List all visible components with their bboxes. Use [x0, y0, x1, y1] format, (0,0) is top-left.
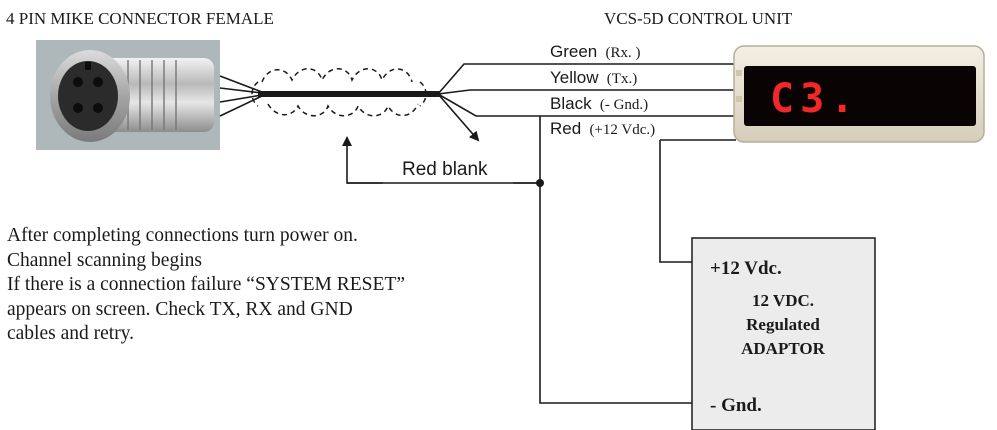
power-adaptor: +12 Vdc. 12 VDC. Regulated ADAPTOR - Gnd…	[691, 237, 876, 430]
instructions-text: After completing connections turn power …	[7, 224, 487, 347]
adaptor-minus-label: - Gnd.	[710, 395, 762, 416]
power-wire	[659, 140, 692, 263]
wire-color-black: Black	[550, 94, 592, 113]
wire-label-red: Red (+12 Vdc.)	[550, 119, 655, 138]
wire-color-yellow: Yellow	[550, 68, 599, 87]
control-unit-display	[744, 66, 976, 126]
adaptor-plus-label: +12 Vdc.	[710, 258, 782, 279]
svg-text:Black (- Gnd.): Black (- Gnd.)	[550, 94, 648, 113]
ground-wire	[536, 116, 692, 404]
signal-wires	[437, 63, 736, 142]
mic-connector-photo	[36, 40, 220, 150]
adaptor-desc-line1: 12 VDC.	[752, 291, 814, 310]
instruction-line: Channel scanning begins	[7, 249, 202, 271]
instruction-line: After completing connections turn power …	[7, 225, 358, 246]
instruction-line: If there is a connection failure “SYSTEM…	[7, 274, 406, 295]
wire-label-yellow: Yellow (Tx.)	[550, 68, 637, 87]
instruction-line: cables and retry.	[7, 323, 135, 344]
cable-bundle	[219, 68, 440, 117]
red-blank-label: Red blank	[402, 159, 488, 180]
wire-color-green: Green	[550, 42, 597, 61]
wire-signal-tx: (Tx.)	[607, 71, 637, 87]
display-readout: C3.	[770, 76, 860, 122]
junction-dot	[536, 179, 544, 187]
instruction-line: appears on screen. Check TX, RX and GND	[7, 298, 353, 320]
adaptor-desc-line3: ADAPTOR	[741, 339, 825, 358]
wire-signal-12v: (+12 Vdc.)	[589, 122, 655, 138]
wire-color-red: Red	[550, 119, 581, 138]
red-blank-wire: Red blank	[342, 136, 540, 184]
connector-title: 4 PIN MIKE CONNECTOR FEMALE	[6, 9, 274, 28]
control-unit: C3.	[733, 45, 985, 143]
svg-text:Green (Rx. ): Green (Rx. )	[550, 42, 641, 61]
wire-signal-rx: (Rx. )	[606, 45, 641, 61]
control-unit-title: VCS-5D CONTROL UNIT	[604, 9, 793, 28]
svg-text:Red (+12 Vdc.): Red (+12 Vdc.)	[550, 119, 655, 138]
adaptor-desc-line2: Regulated	[746, 315, 820, 334]
wire-signal-gnd: (- Gnd.)	[600, 97, 648, 113]
wire-label-black: Black (- Gnd.)	[550, 94, 648, 113]
svg-text:Yellow (Tx.): Yellow (Tx.)	[550, 68, 637, 87]
wire-label-green: Green (Rx. )	[550, 42, 641, 61]
